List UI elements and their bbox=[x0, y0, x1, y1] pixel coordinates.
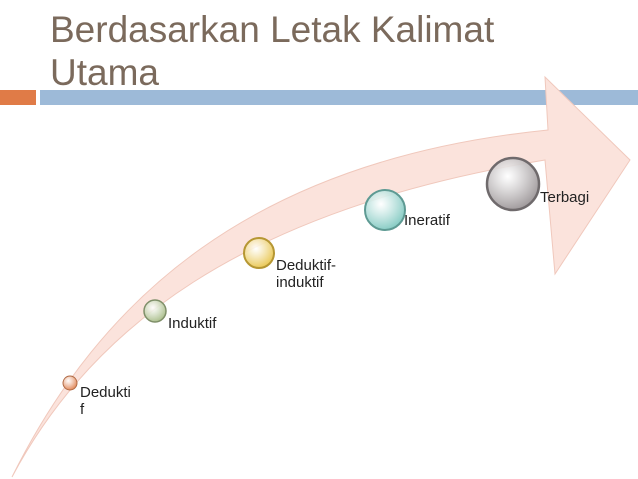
step-label-deduktif: Dedukti f bbox=[80, 384, 131, 418]
title-accent-bar bbox=[0, 90, 36, 105]
step-label-induktif: Induktif bbox=[168, 315, 217, 332]
title-underline-bar bbox=[40, 90, 638, 105]
step-node-2 bbox=[243, 237, 275, 269]
step-node-0 bbox=[62, 375, 78, 391]
step-label-terbagi: Terbagi bbox=[540, 189, 590, 206]
step-label-ineratif: Ineratif bbox=[404, 212, 450, 229]
step-node-1 bbox=[143, 299, 167, 323]
slide-title: Berdasarkan Letak Kalimat Utama bbox=[50, 9, 495, 93]
curved-arrow-shape bbox=[11, 75, 631, 478]
step-label-deduktif-induktif: Deduktif- induktif bbox=[276, 257, 337, 291]
step-node-4 bbox=[485, 156, 541, 212]
step-node-3 bbox=[364, 189, 406, 231]
